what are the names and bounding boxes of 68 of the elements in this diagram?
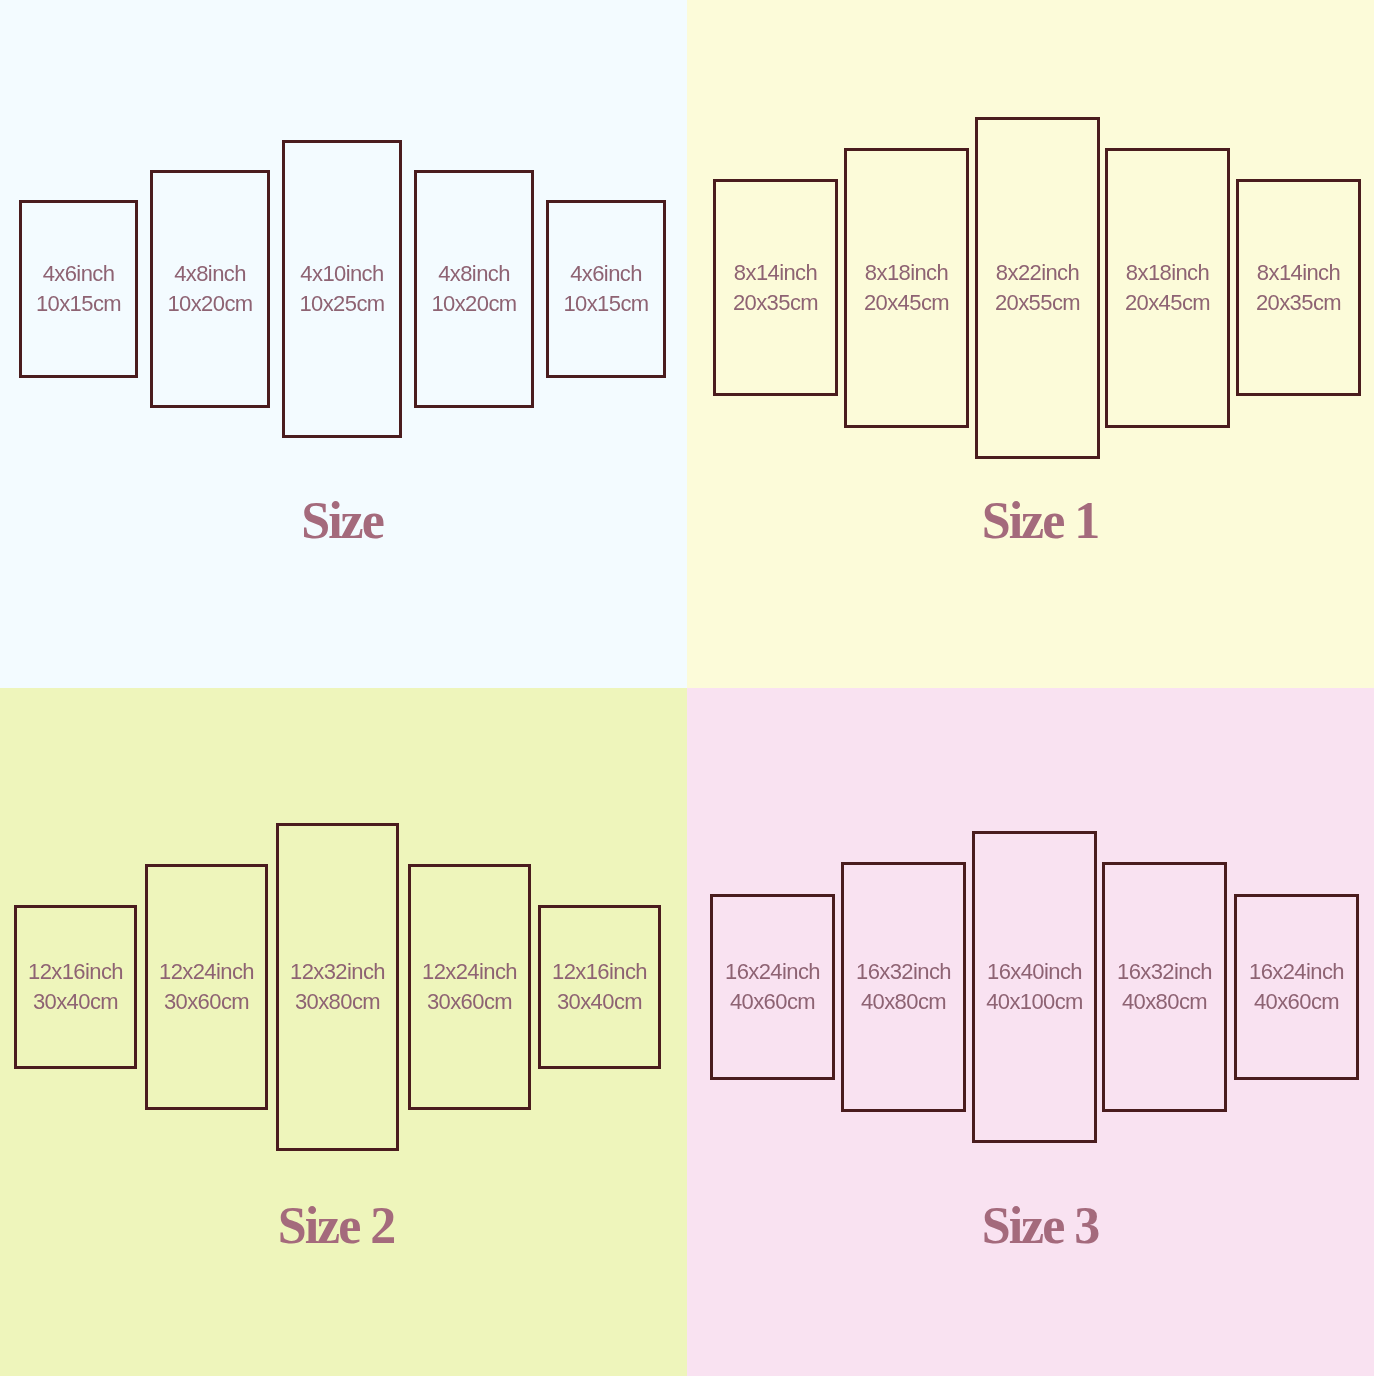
canvas-panel-frame: [19, 200, 138, 378]
size-dimension: 20x35cm: [1255, 288, 1342, 317]
size-panel: [687, 0, 1374, 688]
size-dimension: 12x16inch: [28, 958, 123, 986]
size-dimension: 16x40inch: [987, 958, 1082, 986]
canvas-panel-frame: [14, 905, 137, 1069]
canvas-panel-frame: [713, 179, 838, 396]
size-dimension: 10x15cm: [563, 290, 649, 318]
size-dimension: 40x80cm: [1121, 988, 1208, 1016]
size-dimension: 30x60cm: [163, 988, 250, 1016]
size-dimension: 16x24inch: [1249, 958, 1344, 986]
size-dimension: 16x32inch: [1117, 958, 1212, 986]
size-dimension: 20x45cm: [1124, 289, 1211, 317]
size-dimension: 10x20cm: [167, 290, 253, 318]
canvas-panel-frame: [408, 864, 531, 1110]
canvas-panel-frame: [538, 905, 661, 1069]
size-dimension: 8x18inch: [864, 259, 949, 287]
size-dimension: 16x32inch: [856, 958, 951, 986]
size-dimension: 30x60cm: [426, 988, 513, 1016]
size-dimension: 40x80cm: [860, 988, 947, 1016]
size-title: Size 2: [277, 1195, 395, 1255]
canvas-panel-frame: [282, 140, 402, 438]
canvas-panel-frame: [972, 831, 1097, 1143]
canvas-panel-frame: [1102, 862, 1227, 1112]
size-dimension: 16x24inch: [725, 958, 820, 986]
canvas-panel-frame: [844, 148, 969, 428]
canvas-panel-frame: [546, 200, 666, 378]
canvas-panel-frame: [841, 862, 966, 1112]
size-dimension: 20x35cm: [732, 288, 819, 317]
size-dimension: 4x10inch: [300, 260, 384, 288]
size-dimension: 12x16inch: [552, 958, 647, 986]
size-dimension: 20x45cm: [863, 289, 950, 317]
canvas-panel-frame: [1236, 179, 1361, 396]
size-title: Size 3: [981, 1195, 1099, 1255]
canvas-panel-frame: [1105, 148, 1230, 428]
canvas-panel-frame: [414, 170, 534, 408]
size-dimension: 8x14inch: [733, 258, 818, 287]
size-dimension: 8x18inch: [1125, 259, 1210, 287]
canvas-panel-frame: [150, 170, 270, 408]
size-title: Size 1: [981, 490, 1099, 550]
canvas-panel-frame: [276, 823, 399, 1151]
canvas-panel-frame: [1234, 894, 1359, 1080]
size-dimension: 30x40cm: [32, 988, 119, 1016]
size-dimension: 40x60cm: [1253, 988, 1340, 1016]
size-dimension: 4x6inch: [570, 260, 642, 288]
size-dimension: 40x100cm: [986, 988, 1083, 1016]
size-dimension: 4x8inch: [438, 260, 510, 288]
size-panel: [0, 0, 687, 688]
size-dimension: 12x24inch: [422, 958, 517, 986]
size-dimension: 20x55cm: [994, 289, 1081, 317]
size-dimension: 10x15cm: [35, 290, 122, 318]
canvas-panel-frame: [975, 117, 1100, 459]
size-dimension: 10x20cm: [431, 290, 517, 318]
size-dimension: 8x14inch: [1256, 258, 1341, 287]
size-dimension: 12x24inch: [159, 958, 254, 986]
canvas-panel-frame: [145, 864, 268, 1110]
size-dimension: 30x40cm: [556, 988, 643, 1016]
size-dimension: 8x22inch: [995, 259, 1080, 287]
size-panel: [687, 688, 1374, 1376]
size-dimension: 12x32inch: [290, 958, 385, 986]
size-title: Size: [301, 490, 383, 550]
size-dimension: 30x80cm: [294, 988, 381, 1016]
canvas-panel-frame: [710, 894, 835, 1080]
size-panel: [0, 688, 687, 1376]
size-dimension: 4x8inch: [174, 260, 246, 288]
size-dimension: 40x60cm: [729, 988, 816, 1016]
size-dimension: 4x6inch: [42, 260, 115, 288]
size-dimension: 10x25cm: [299, 290, 385, 318]
